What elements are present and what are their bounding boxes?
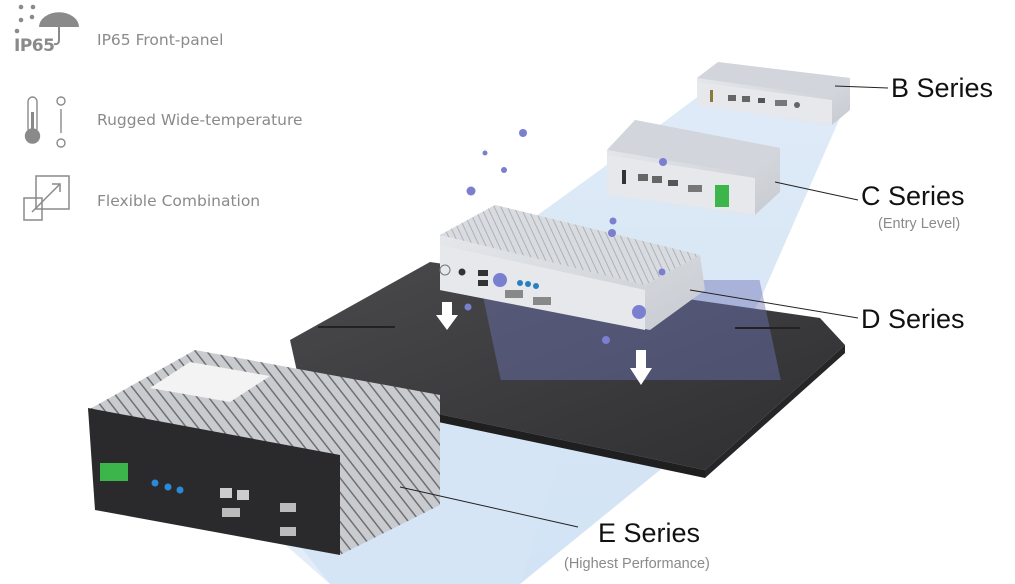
b-series-device — [697, 62, 850, 125]
dot — [482, 150, 488, 156]
leader-line-c — [774, 181, 859, 201]
dot — [658, 268, 666, 276]
decorative-dots — [464, 129, 667, 344]
ip65-umbrella-icon — [14, 4, 79, 46]
arrow-down-icon — [630, 350, 652, 385]
thermometer-icon — [24, 96, 66, 148]
e-series-device — [88, 350, 440, 555]
dot — [602, 336, 610, 344]
d-series-label: D Series — [861, 304, 965, 334]
dot — [493, 273, 507, 287]
b-series-label: B Series — [891, 73, 994, 103]
c-series-label: C Series — [861, 181, 965, 211]
expand-arrow-icon — [23, 175, 70, 221]
feature-flexible-combination-label: Flexible Combination — [97, 192, 261, 210]
c-series-subtitle: (Entry Level) — [878, 216, 961, 232]
dot — [609, 217, 617, 225]
c-series-device — [607, 120, 780, 215]
feature-ip65-label: IP65 Front-panel — [97, 31, 224, 49]
dot — [464, 303, 472, 311]
dot — [608, 229, 616, 237]
e-series-label: E Series — [598, 518, 701, 548]
dot — [632, 305, 646, 319]
d-series-device — [436, 205, 705, 385]
dot — [466, 186, 476, 196]
leader-line-d — [689, 289, 859, 319]
leader-lines — [399, 85, 889, 528]
e-series-subtitle: (Highest Performance) — [564, 556, 710, 572]
dot — [519, 129, 527, 137]
arrow-down-icon — [436, 302, 458, 330]
feature-wide-temperature-label: Rugged Wide-temperature — [97, 111, 303, 129]
ip65-badge: IP65 — [14, 36, 55, 56]
leader-line-e — [399, 486, 579, 528]
dot — [501, 167, 507, 173]
leader-line-b — [834, 85, 889, 89]
dot — [659, 158, 667, 166]
